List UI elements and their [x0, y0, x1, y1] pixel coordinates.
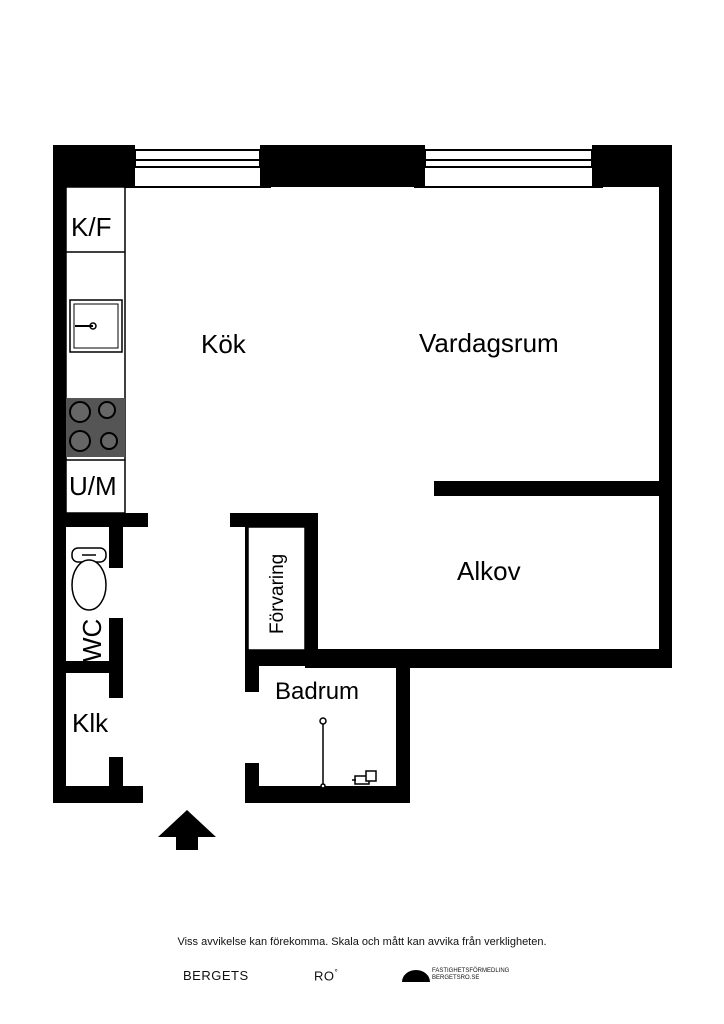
room-label-kok: Kök [201, 329, 247, 359]
room-label-klk: Klk [72, 708, 109, 738]
wall-wc-right-lower [109, 618, 123, 698]
room-label-vardagsrum: Vardagsrum [419, 328, 559, 358]
sink-icon [69, 299, 123, 353]
wall-wc-right-upper [109, 513, 123, 568]
burner-3 [69, 430, 91, 452]
windows [124, 149, 603, 188]
window-left [134, 149, 261, 168]
wall-bottom-right [245, 786, 410, 803]
brand-mid-sup: ° [334, 968, 339, 977]
room-label-alkov: Alkov [457, 556, 521, 586]
wall-bath-top [245, 650, 410, 666]
wall-alkov-partition [434, 481, 672, 496]
room-label-forvaring: Förvaring [267, 554, 288, 634]
sink-drain [89, 322, 97, 330]
room-label-wc: WC [77, 619, 107, 662]
kitchen-counter [65, 186, 126, 514]
counter-outline [65, 186, 126, 514]
wall-top-right [592, 145, 672, 187]
brand-logo-icon [402, 970, 430, 982]
wall-storage-left [245, 513, 248, 653]
shower-icon [319, 717, 377, 789]
burner-1 [69, 401, 91, 423]
wall-top-mid [260, 145, 425, 187]
window-right [424, 149, 593, 168]
wall-top-left [53, 145, 135, 187]
brand-right-line1: FASTIGHETSFÖRMEDLING [432, 968, 510, 974]
entrance-arrow-icon [158, 810, 216, 850]
brand-mid: RO° [314, 968, 338, 983]
room-label-kf: K/F [71, 212, 111, 242]
burner-2 [98, 401, 116, 419]
faucet-knob [365, 770, 377, 782]
toilet-icon [71, 547, 107, 611]
storage-cupboard [247, 526, 306, 651]
wall-wc-klk [53, 661, 123, 673]
sink-inner [73, 303, 119, 349]
toilet-bowl [71, 559, 107, 611]
brand-mid-text: RO [314, 968, 335, 984]
shower-head [319, 717, 327, 725]
wall-storage-top [230, 513, 318, 527]
wall-bath-right [396, 650, 410, 803]
wall-klk-right [109, 757, 123, 802]
wall-right [659, 145, 672, 668]
room-label-um: U/M [69, 471, 117, 501]
wall-left [53, 145, 66, 802]
shower-tap [320, 783, 326, 789]
brand-right: FASTIGHETSFÖRMEDLING BERGETSRO.SE [432, 968, 509, 982]
wall-bottom-left [53, 786, 143, 803]
stove-icon [66, 398, 125, 457]
wall-bath-left-upper [245, 650, 259, 692]
wall-storage-right [305, 513, 318, 668]
brand-right-line2: BERGETSRO.SE [432, 975, 480, 981]
walls [53, 145, 672, 803]
disclaimer-text: Viss avvikelse kan förekomma. Skala och … [177, 936, 547, 948]
room-label-badrum: Badrum [275, 678, 359, 705]
wall-wc-top [53, 513, 148, 527]
brand-left: BERGETS [183, 968, 249, 983]
burner-4 [100, 432, 118, 450]
